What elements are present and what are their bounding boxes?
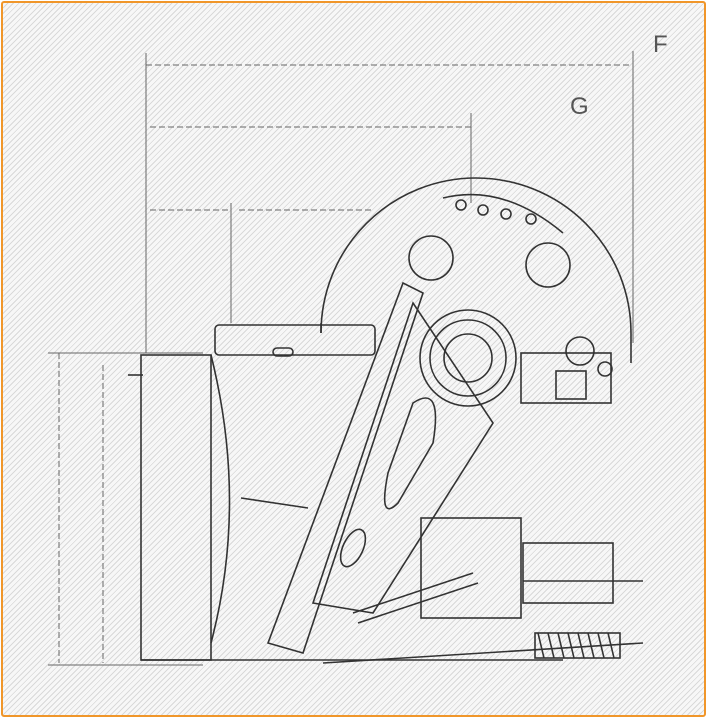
- jaw-crusher-drawing: [48, 51, 644, 666]
- dimension-lines: [48, 51, 634, 666]
- dimension-label-f: F: [653, 31, 668, 58]
- swing-jaw: [240, 281, 494, 654]
- eccentric-bearing: [419, 309, 517, 407]
- toggle-and-spring: [322, 517, 644, 664]
- main-frame: [128, 324, 613, 661]
- dimension-label-g: G: [570, 93, 589, 120]
- flywheel: [320, 177, 632, 366]
